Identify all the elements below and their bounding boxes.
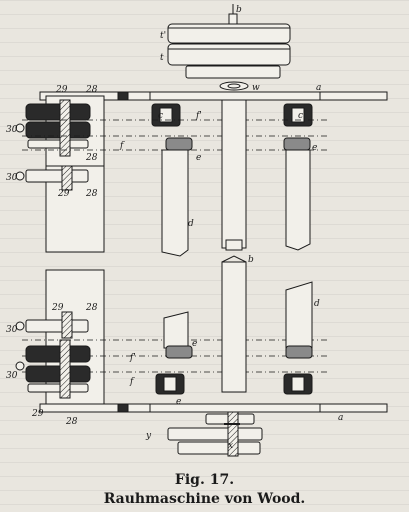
upper-left-roller-group (15, 99, 91, 157)
label-29-low: 29 (51, 303, 64, 313)
upper-center-rollers (151, 103, 313, 127)
pulley-hub (185, 65, 281, 79)
dashed-centerlines (22, 119, 330, 373)
label-e-top-right: e (312, 143, 317, 153)
lower-bearings (165, 345, 313, 359)
label-29-top: 29 (55, 85, 68, 95)
label-b-mid: b (248, 255, 254, 265)
label-f-low: f (129, 377, 135, 387)
machine-drawing: b t' t w a 29 28 c f' c 30 f e e 28 30 2… (6, 4, 388, 457)
label-30-low: 30 (6, 325, 18, 335)
label-29-bottom: 29 (31, 409, 44, 419)
top-frame-bar (39, 91, 388, 101)
label-a-top: a (316, 83, 321, 93)
label-28-bottom: 28 (65, 417, 78, 427)
label-e-bottom: e (176, 397, 181, 407)
label-w: w (252, 83, 260, 93)
central-shaft-upper (221, 99, 247, 251)
label-t-prime: t' (160, 31, 166, 41)
label-y: y (145, 431, 152, 441)
pulley-t-prime (167, 23, 291, 44)
gear-w (219, 81, 249, 91)
figure-caption: Rauhmaschine von Wood. (103, 491, 306, 507)
label-b-top: b (236, 5, 242, 15)
central-shaft-lower (221, 255, 247, 393)
upper-hanging-cylinders (161, 149, 311, 257)
label-c-left: c (158, 111, 163, 121)
bottom-frame-bar (39, 403, 388, 413)
label-t: t (160, 53, 164, 63)
pulley-t (167, 43, 291, 66)
figure-number: Fig. 17. (174, 472, 235, 488)
upper-left-stud (15, 165, 89, 191)
label-30-bottom: 30 (6, 371, 18, 381)
label-x: x (228, 441, 233, 451)
label-f-prime-low: f' (129, 353, 136, 363)
label-d-upper: d (188, 219, 194, 229)
label-28-mid2: 28 (85, 189, 98, 199)
diagram-labels: b t' t w a 29 28 c f' c 30 f e e 28 30 2… (6, 5, 343, 451)
label-a-bottom: a (338, 413, 343, 423)
label-28-top: 28 (85, 85, 98, 95)
lower-center-rollers (155, 373, 313, 395)
bottom-gear-train (167, 411, 263, 457)
label-30-upper: 30 (6, 125, 18, 135)
label-28-mid: 28 (85, 153, 98, 163)
label-d-right: d (314, 299, 320, 309)
label-29-mid: 29 (57, 189, 70, 199)
label-28-low: 28 (85, 303, 98, 313)
lower-left-stud (15, 311, 89, 339)
lower-left-roller-group (15, 339, 91, 399)
label-e-low: e (192, 339, 197, 349)
label-c-right: c (298, 111, 303, 121)
upper-bearings (165, 137, 311, 151)
label-e-top-left: e (196, 153, 201, 163)
label-30-mid: 30 (6, 173, 18, 183)
label-f-top: f (119, 141, 125, 151)
label-f-prime-top: f' (195, 111, 202, 121)
